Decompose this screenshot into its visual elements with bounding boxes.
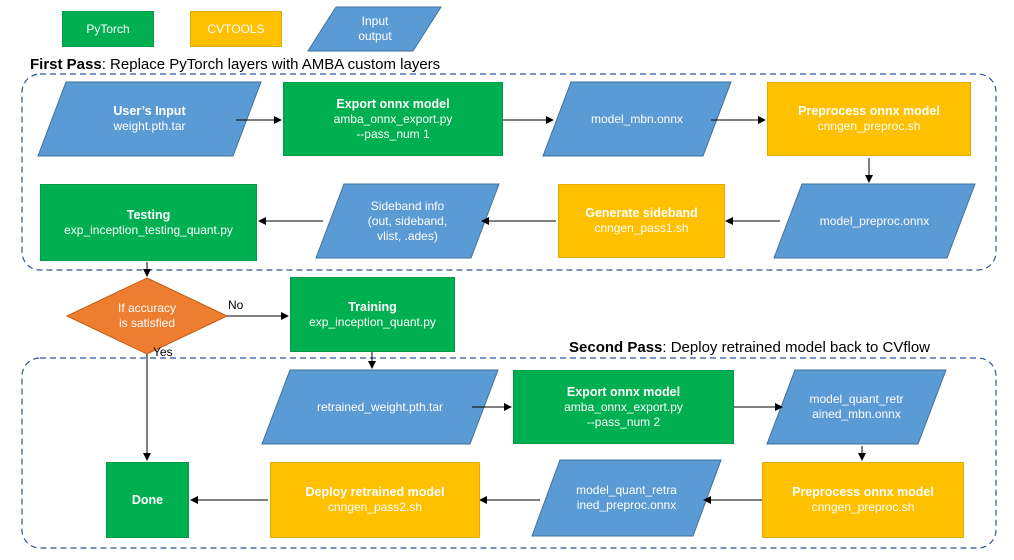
generate-sideband-node: Generate sideband cnngen_pass1.sh <box>558 184 725 258</box>
testing-sub: exp_inception_testing_quant.py <box>64 222 233 237</box>
generate-sideband-sub: cnngen_pass1.sh <box>594 221 689 235</box>
first-pass-title: First Pass: Replace PyTorch layers with … <box>30 56 440 73</box>
export-onnx-title-1: Export onnx model <box>336 96 450 111</box>
model-mbn-node: model_mbn.onnx <box>557 84 717 154</box>
export-onnx-node-2: Export onnx model amba_onnx_export.py --… <box>513 370 734 444</box>
decision-yes-label: Yes <box>153 345 173 359</box>
done-label: Done <box>131 492 164 507</box>
legend-pytorch: PyTorch <box>62 11 154 47</box>
model-quant-mbn-line1: model_quant_retr <box>809 392 904 406</box>
deploy-title: Deploy retrained model <box>305 485 445 499</box>
users-input-node: User’s Input weight.pth.tar <box>52 84 247 154</box>
legend-cvtools-label: CVTOOLS <box>207 21 265 36</box>
preprocess-title-1: Preprocess onnx model <box>798 104 940 118</box>
model-quant-mbn-line2: ained_mbn.onnx <box>812 407 901 421</box>
training-node: Training exp_inception_quant.py <box>290 277 455 352</box>
testing-node: Testing exp_inception_testing_quant.py <box>40 184 257 261</box>
export-onnx-node-1: Export onnx model amba_onnx_export.py --… <box>283 82 503 156</box>
users-input-sub: weight.pth.tar <box>113 119 186 133</box>
export-onnx-line2-2: --pass_num 2 <box>586 414 661 429</box>
decision-no-label: No <box>228 298 244 312</box>
second-pass-title-rest: : Deploy retrained model back to CVflow <box>662 339 931 356</box>
model-quant-preproc-node: model_quant_retra ined_preproc.onnx <box>546 462 707 534</box>
export-onnx-title-2: Export onnx model <box>566 384 681 399</box>
export-onnx-line1-2: amba_onnx_export.py <box>564 399 683 414</box>
preprocess-title-2: Preprocess onnx model <box>792 485 934 499</box>
legend-io-line2: output <box>358 29 392 43</box>
export-onnx-line2-1: --pass_num 1 <box>356 126 430 141</box>
model-quant-mbn-shape <box>766 369 947 445</box>
sideband-info-shape <box>315 183 500 259</box>
testing-title: Testing <box>126 207 171 222</box>
training-title: Training <box>348 299 397 314</box>
legend-io-label: Input output <box>322 9 428 49</box>
deploy-node: Deploy retrained model cnngen_pass2.sh <box>270 462 480 538</box>
preprocess-sub-2: cnngen_preproc.sh <box>811 500 915 514</box>
second-pass-container <box>21 357 997 549</box>
retrained-weight-node: retrained_weight.pth.tar <box>276 372 484 442</box>
decision-line1: If accuracy <box>117 301 177 315</box>
export-onnx-line1-1: amba_onnx_export.py <box>333 111 453 126</box>
sideband-info-node: Sideband info (out, sideband, vlist, .ad… <box>330 186 485 256</box>
first-pass-container <box>21 73 997 271</box>
sideband-info-line1: Sideband info <box>370 198 445 213</box>
users-input-shape <box>37 81 262 157</box>
model-preproc-node: model_preproc.onnx <box>788 186 961 256</box>
sideband-info-line2: (out, sideband, <box>367 213 448 228</box>
users-input-title: User’s Input <box>113 104 186 118</box>
preprocess-node-1: Preprocess onnx model cnngen_preproc.sh <box>767 82 971 156</box>
preprocess-sub-1: cnngen_preproc.sh <box>817 119 921 133</box>
legend-io-line1: Input <box>361 14 389 28</box>
legend-pytorch-label: PyTorch <box>86 21 130 36</box>
decision-line2: is satisfied <box>118 316 176 330</box>
generate-sideband-title: Generate sideband <box>585 206 698 220</box>
model-preproc-shape <box>773 183 976 259</box>
retrained-weight-shape <box>261 369 499 445</box>
legend-io-shape <box>307 6 442 52</box>
legend-cvtools: CVTOOLS <box>190 11 282 47</box>
second-pass-title: Second Pass: Deploy retrained model back… <box>569 339 930 356</box>
deploy-sub: cnngen_pass2.sh <box>327 500 423 514</box>
sideband-info-line3: vlist, .ades) <box>377 228 438 243</box>
model-preproc-label: model_preproc.onnx <box>819 213 930 228</box>
training-sub: exp_inception_quant.py <box>309 314 436 329</box>
model-quant-preproc-shape <box>531 459 722 537</box>
second-pass-title-bold: Second Pass <box>569 339 663 356</box>
model-quant-preproc-line2: ined_preproc.onnx <box>576 498 677 512</box>
decision-node: If accuracy is satisfied <box>87 298 207 334</box>
preprocess-node-2: Preprocess onnx model cnngen_preproc.sh <box>762 462 964 538</box>
model-mbn-shape <box>542 81 732 157</box>
model-quant-mbn-node: model_quant_retr ained_mbn.onnx <box>781 372 932 442</box>
done-node: Done <box>106 462 189 538</box>
first-pass-title-bold: First Pass <box>30 56 102 73</box>
retrained-weight-label: retrained_weight.pth.tar <box>316 399 444 414</box>
model-quant-preproc-line1: model_quant_retra <box>576 483 677 497</box>
model-mbn-label: model_mbn.onnx <box>590 111 684 126</box>
first-pass-title-rest: : Replace PyTorch layers with AMBA custo… <box>101 56 441 73</box>
